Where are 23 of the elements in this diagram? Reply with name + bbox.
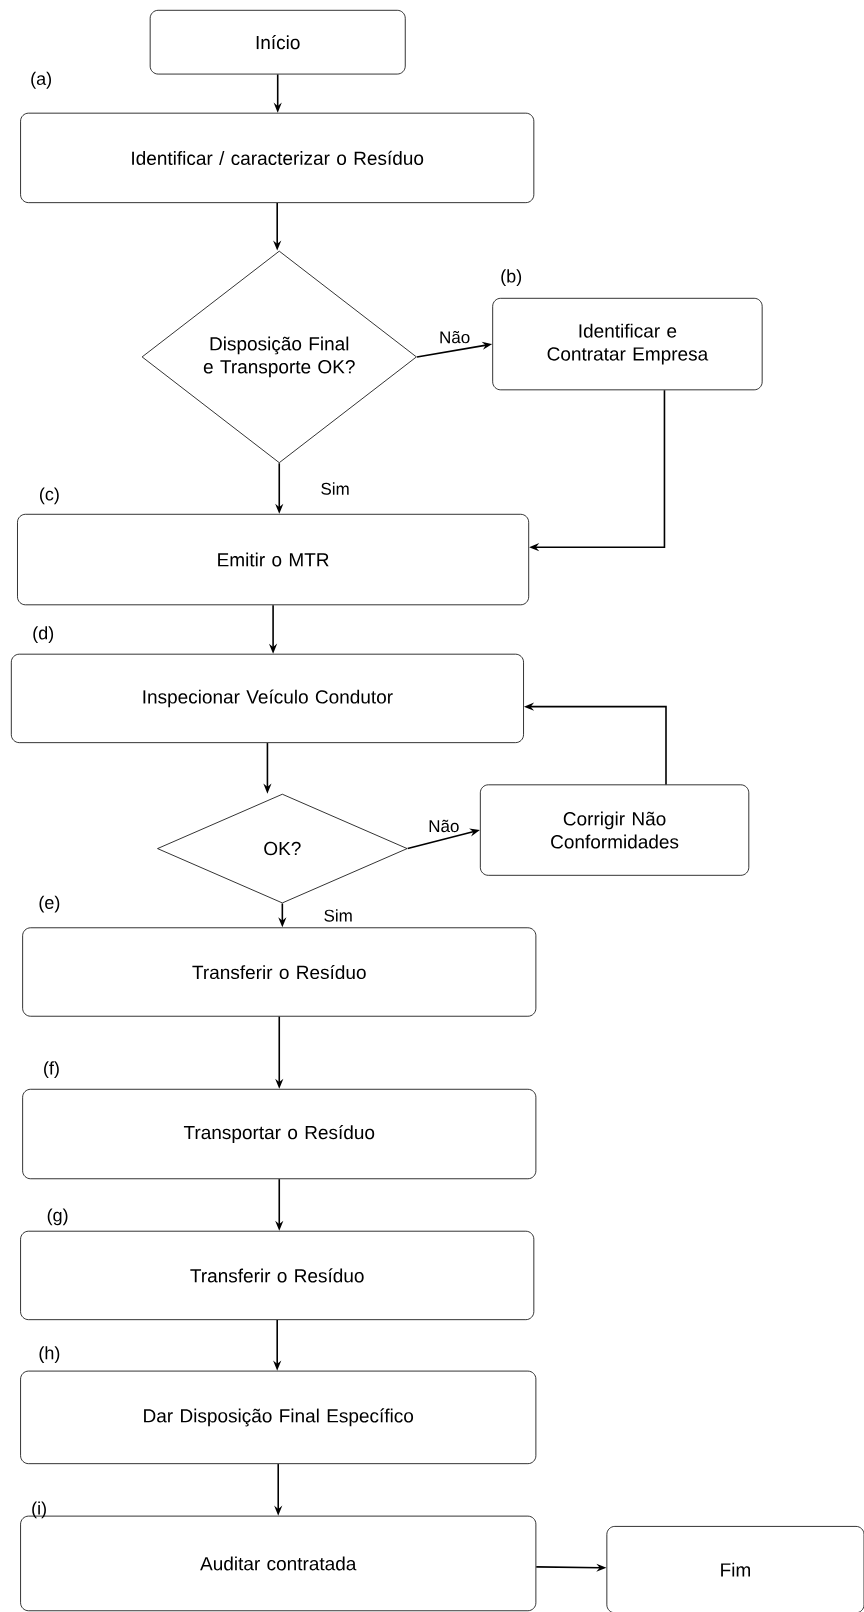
process-box: Identificar e Contratar Empresa: [492, 297, 763, 391]
process-box: Corrigir Não Conformidades: [479, 784, 750, 876]
process-box: Transferir o Resíduo: [22, 927, 537, 1017]
step-label: (a): [31, 71, 51, 89]
terminal-box: Início: [149, 9, 406, 75]
process-box: Emitir o MTR: [17, 513, 530, 606]
step-label: (c): [40, 487, 59, 505]
step-label: (g): [47, 1208, 68, 1226]
edge-label: Sim: [322, 908, 354, 923]
step-label: (f): [44, 1061, 59, 1079]
step-label: (e): [39, 895, 60, 913]
edge-label: Não: [427, 818, 461, 834]
process-box: Transportar o Resíduo: [22, 1088, 537, 1180]
process-box: Transferir o Resíduo: [20, 1230, 535, 1321]
step-label: (d): [33, 626, 54, 644]
step-label: (h): [39, 1346, 60, 1364]
edge-label: Não: [438, 329, 472, 345]
process-box: Identificar / caracterizar o Resíduo: [20, 112, 535, 204]
step-label: (b): [501, 269, 522, 287]
edge-label: Sim: [319, 481, 351, 496]
process-box: Dar Disposição Final Específico: [20, 1370, 537, 1465]
terminal-box: Fim: [606, 1526, 864, 1612]
process-box: Inspecionar Veículo Condutor: [10, 653, 524, 744]
